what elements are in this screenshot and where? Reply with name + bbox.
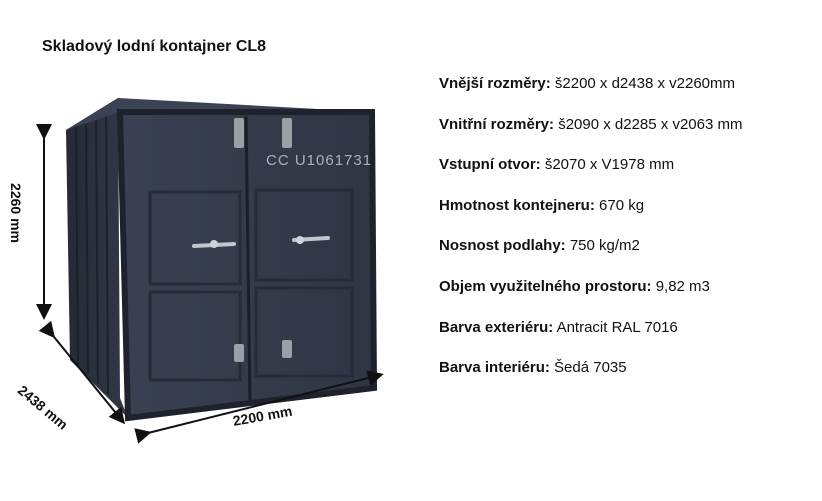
width-arrow — [134, 370, 384, 444]
spec-label: Vnější rozměry: — [439, 75, 551, 92]
spec-row: Nosnost podlahy: 750 kg/m2 — [439, 236, 742, 277]
spec-label: Barva exteriéru: — [439, 318, 554, 336]
spec-value: š2200 x d2438 x v2260mm — [550, 75, 735, 92]
spec-value: Šedá 7035 — [549, 359, 627, 377]
spec-value: š2070 x V1978 mm — [540, 156, 675, 174]
spec-value: š2090 x d2285 x v2063 mm — [554, 115, 743, 133]
spec-row: Vnější rozměry: š2200 x d2438 x v2260mm — [439, 74, 742, 115]
spec-value: 670 kg — [594, 196, 645, 214]
spec-row: Hmotnost kontejneru: 670 kg — [439, 196, 742, 237]
spec-row: Vnitřní rozměry: š2090 x d2285 x v2063 m… — [439, 115, 742, 156]
spec-label: Vnitřní rozměry: — [439, 115, 555, 133]
spec-label: Objem využitelného prostoru: — [439, 277, 652, 295]
spec-list: Vnější rozměry: š2200 x d2438 x v2260mm … — [439, 74, 742, 399]
depth-arrow — [38, 320, 126, 425]
spec-value: 9,82 m3 — [651, 277, 710, 295]
spec-row: Objem využitelného prostoru: 9,82 m3 — [439, 277, 742, 318]
spec-label: Hmotnost kontejneru: — [439, 196, 595, 214]
spec-label: Barva interiéru: — [439, 359, 550, 377]
spec-row: Barva exteriéru: Antracit RAL 7016 — [439, 318, 742, 359]
height-label: 2260 mm — [7, 183, 24, 243]
spec-label: Vstupní otvor: — [439, 156, 541, 174]
spec-row: Vstupní otvor: š2070 x V1978 mm — [439, 155, 742, 196]
spec-label: Nosnost podlahy: — [439, 237, 566, 255]
spec-value: Antracit RAL 7016 — [553, 318, 678, 336]
container-marking: CC U1061731 — [266, 152, 372, 169]
page-title: Skladový lodní kontajner CL8 — [42, 38, 267, 55]
spec-row: Barva interiéru: Šedá 7035 — [439, 358, 742, 399]
spec-value: 750 kg/m2 — [565, 237, 640, 255]
